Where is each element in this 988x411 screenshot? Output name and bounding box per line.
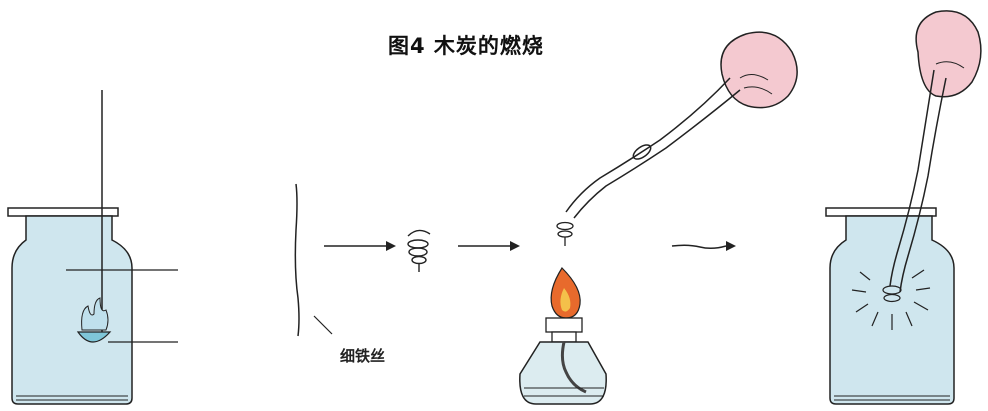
iron-wire-straight <box>294 183 333 337</box>
iron-wire-coiled <box>407 229 431 272</box>
burning-iron-wire <box>851 269 931 330</box>
arrow-2 <box>458 241 520 251</box>
alcohol-lamp <box>519 267 607 405</box>
crucible-tongs <box>565 77 741 219</box>
arrow-3 <box>671 241 736 251</box>
hand-icon-right <box>915 10 982 98</box>
iron-wire-label: 细铁丝 <box>340 347 386 365</box>
gas-jar-right <box>825 207 955 405</box>
arrow-1 <box>324 241 396 251</box>
figure-title: 图4 木炭的燃烧 <box>388 34 544 58</box>
iron-wire-on-tongs <box>556 221 574 246</box>
combustion-spoon <box>76 90 112 343</box>
hand-icon <box>720 31 798 109</box>
crucible-tongs-right <box>889 69 947 293</box>
gas-jar-left <box>7 207 133 405</box>
